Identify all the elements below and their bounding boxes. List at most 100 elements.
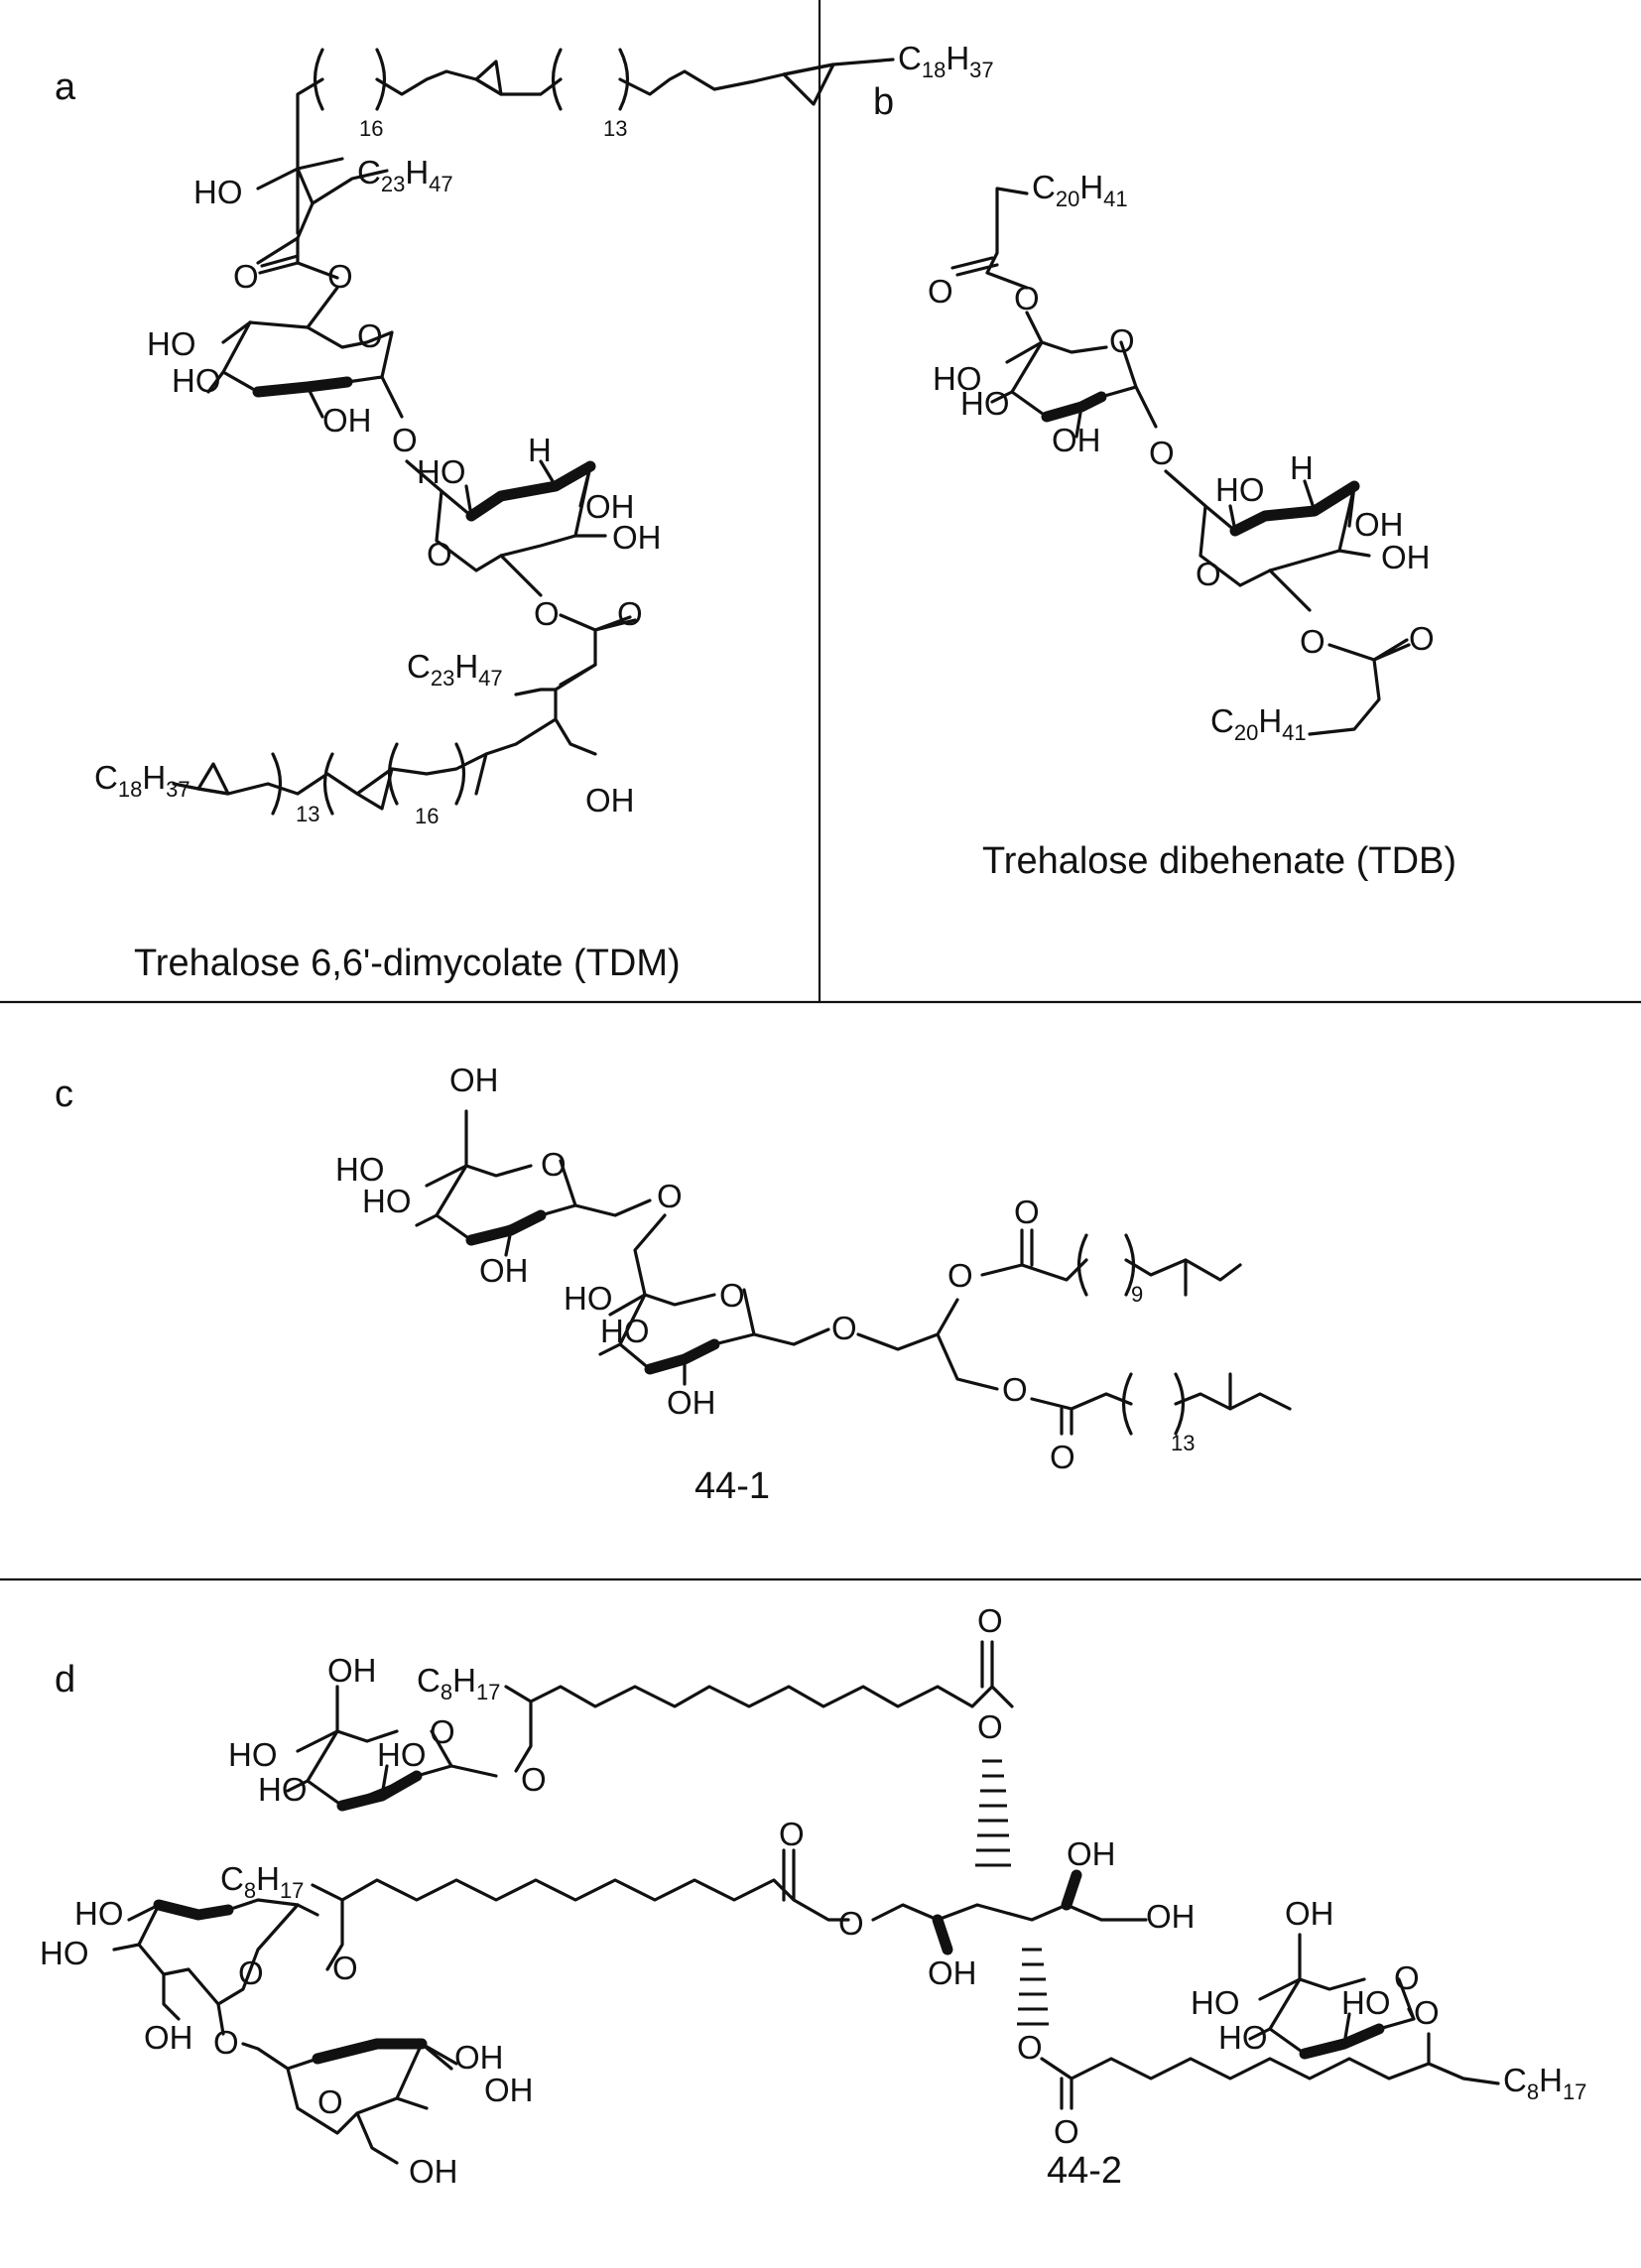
tdb-upper-ring-front bbox=[1041, 391, 1107, 423]
tdm-bottom-repeat-13: 13 bbox=[296, 802, 319, 826]
d-bl-link-o: O bbox=[213, 2024, 239, 2061]
c-bottom-ho-2: HO bbox=[600, 1313, 650, 1349]
c-top-oh-ch2: OH bbox=[449, 1062, 499, 1098]
tdm-upper-ring-o: O bbox=[357, 317, 383, 354]
tdm-top-ho: HO bbox=[193, 174, 243, 210]
panel-letter-b: b bbox=[873, 81, 894, 123]
tdb-lower-h: H bbox=[1290, 449, 1314, 486]
tdm-lower-h: H bbox=[528, 432, 552, 468]
d-right-ring bbox=[1268, 1933, 1416, 2056]
d-tl-oh: OH bbox=[327, 1652, 377, 1689]
d-bl-ring-2-front bbox=[312, 2038, 428, 2065]
d-mid-c8h17: C8H17 bbox=[220, 1860, 304, 1903]
panel-c: c 44-1 OH O HO HO OH O O HO HO OH O O O … bbox=[55, 1062, 1292, 1507]
d-bl-ho-2: HO bbox=[40, 1935, 89, 1971]
d-r-ho-1: HO bbox=[1191, 1984, 1240, 2021]
tdb-upper-oh: OH bbox=[1052, 422, 1101, 458]
c-acyl-1-bracket bbox=[1076, 1233, 1136, 1297]
c-repeat-13: 13 bbox=[1171, 1431, 1195, 1455]
panel-letter-a: a bbox=[55, 66, 76, 108]
d-r-oh: OH bbox=[1285, 1895, 1334, 1932]
tdm-bottom-c23h47: C23H47 bbox=[407, 648, 503, 691]
c-top-ho-1: HO bbox=[335, 1151, 385, 1188]
tdm-bottom-carbonyl-o: O bbox=[617, 595, 643, 632]
tdm-upper-oh: OH bbox=[322, 402, 372, 439]
d-top-carbonyl-o: O bbox=[977, 1602, 1003, 1639]
d-bl-ring-2-oh-2: OH bbox=[484, 2072, 534, 2108]
d-top-left-ring bbox=[306, 1685, 498, 1808]
d-top-left-ring-front bbox=[336, 1770, 423, 1812]
panel-letter-c: c bbox=[55, 1073, 73, 1115]
tdb-upper-ring-subst bbox=[990, 340, 1158, 439]
c-ester-o-1: O bbox=[947, 1257, 973, 1294]
tdm-top-hydroxy-branch bbox=[256, 157, 389, 265]
caption-tdb: Trehalose dibehenate (TDB) bbox=[982, 840, 1456, 882]
c-top-ring-o: O bbox=[541, 1146, 567, 1183]
d-top-ether-o: O bbox=[521, 1761, 547, 1798]
d-backbone-oh-2: OH bbox=[1067, 1835, 1116, 1872]
tdm-bottom-cyclopropane-2 bbox=[196, 762, 230, 796]
tdm-top-bracket-13 bbox=[551, 48, 630, 111]
tdm-top-c23h47: C23H47 bbox=[357, 154, 453, 196]
tdm-bottom-oh: OH bbox=[585, 782, 635, 819]
c-acyl-2-bracket bbox=[1121, 1372, 1186, 1436]
tdm-top-bracket-16 bbox=[313, 48, 387, 111]
d-br-chain bbox=[1040, 2032, 1500, 2110]
caption-44-2: 44-2 bbox=[1047, 2150, 1122, 2192]
tdm-lower-oh-1: OH bbox=[585, 488, 635, 525]
c-bottom-ho-1: HO bbox=[564, 1280, 613, 1317]
tdb-top-carbonyl-o: O bbox=[928, 273, 953, 310]
c-bottom-ring-o: O bbox=[719, 1277, 745, 1314]
tdb-lower-ring-o: O bbox=[1196, 556, 1221, 592]
c-ester-o-2: O bbox=[1002, 1371, 1028, 1408]
c-bottom-ring-front bbox=[644, 1338, 720, 1375]
d-backbone-oh-3: OH bbox=[1146, 1898, 1196, 1935]
c-acyl-2-carbonyl-o: O bbox=[1050, 1439, 1075, 1475]
tdb-upper-ho-1: HO bbox=[933, 360, 982, 397]
d-bl-ring-1-subst bbox=[112, 1903, 319, 2036]
tdm-lower-ring-front bbox=[465, 460, 596, 522]
panel-a: a Trehalose 6,6'-dimycolate (TDM) 16 13 … bbox=[55, 40, 994, 984]
d-backbone bbox=[871, 1903, 1148, 1922]
d-bl-oh: OH bbox=[144, 2019, 193, 2056]
c-top-ho-2: HO bbox=[362, 1183, 412, 1219]
c-glycerol-o: O bbox=[831, 1310, 857, 1346]
d-backbone-oh-1: OH bbox=[928, 1954, 977, 1991]
tdb-top-acyl bbox=[950, 187, 1029, 290]
c-glycerol bbox=[856, 1298, 999, 1391]
d-br-ether-o: O bbox=[1414, 1994, 1440, 2031]
tdb-lower-ho: HO bbox=[1215, 471, 1265, 508]
d-bl-ring-2-o: O bbox=[317, 2083, 343, 2120]
tdm-lower-ho: HO bbox=[417, 453, 466, 490]
d-bl-ho-1: HO bbox=[74, 1895, 124, 1932]
tdb-lower-ring-subst bbox=[1228, 479, 1371, 612]
d-backbone-wedge-1 bbox=[932, 1914, 953, 1955]
d-br-carbonyl-o: O bbox=[1054, 2113, 1079, 2150]
tdm-upper-ring-subst bbox=[206, 286, 404, 419]
tdm-lower-oh-2: OH bbox=[612, 519, 662, 556]
tdm-top-ester-o: O bbox=[327, 258, 353, 295]
d-bl-ring-2-subst bbox=[355, 2042, 453, 2165]
tdb-lower-oh-2: OH bbox=[1381, 539, 1431, 575]
tdm-lower-ring-subst bbox=[464, 459, 607, 597]
d-right-ring-subst bbox=[1248, 1977, 1351, 2046]
tdm-top-carbonyl-o: O bbox=[233, 258, 259, 295]
tdb-lower-ester-o: O bbox=[1300, 623, 1325, 660]
d-bl-ring-2-oh-1: OH bbox=[454, 2039, 504, 2076]
d-right-ring-front bbox=[1299, 2023, 1385, 2060]
panel-dividers bbox=[0, 0, 1641, 1581]
c-top-ring-front bbox=[465, 1209, 547, 1246]
tdb-top-c20h41: C20H41 bbox=[1032, 169, 1128, 211]
c-bottom-oh: OH bbox=[667, 1384, 716, 1421]
tdb-lower-oh-1: OH bbox=[1354, 506, 1404, 543]
tdm-bottom-cyclopropane-1 bbox=[355, 767, 394, 811]
d-bl-ring-2 bbox=[241, 2042, 458, 2135]
d-backbone-wedge-2 bbox=[1061, 1869, 1082, 1911]
tdm-top-cyclopropane-2 bbox=[782, 63, 835, 106]
c-glycosidic-o: O bbox=[657, 1178, 683, 1214]
panel-d: d 44-2 C8H17 O O O OH HO O HO HO C8H17 O… bbox=[40, 1602, 1586, 2192]
c-top-ring-subst bbox=[415, 1164, 652, 1257]
tdm-top-carbonyl bbox=[258, 236, 339, 280]
tdm-top-chain bbox=[296, 58, 895, 235]
d-mid-carbonyl-o: O bbox=[779, 1816, 805, 1852]
